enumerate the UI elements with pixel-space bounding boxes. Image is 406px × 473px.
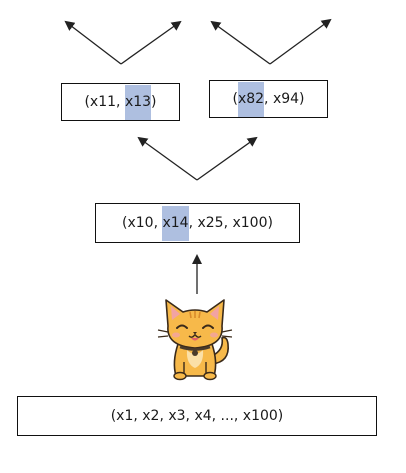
cat-mascot-icon (157, 299, 233, 381)
arrow-icon (210, 18, 332, 65)
right-leaf-text-before: ( (232, 90, 238, 107)
right-leaf-highlight: x82 (237, 81, 265, 117)
left-leaf-text-before: (x11, (84, 93, 125, 110)
left-leaf-text-after: ) (151, 93, 157, 110)
arrow-icon (137, 136, 258, 181)
root-text: (x1, x2, x3, x4, ..., x100) (110, 407, 284, 424)
mid-text-before: (x10, (122, 214, 163, 231)
mid-node: (x10, x14, x25, x100) (95, 203, 300, 243)
left-leaf-highlight: x13 (124, 84, 152, 120)
right-leaf-node: (x82, x94) (209, 80, 328, 118)
right-leaf-text-after: , x94) (264, 90, 305, 107)
mid-text-after: , x25, x100) (188, 214, 273, 231)
root-node: (x1, x2, x3, x4, ..., x100) (17, 396, 377, 436)
left-leaf-node: (x11, x13) (61, 83, 180, 121)
arrow-icon (64, 20, 182, 65)
mid-highlight: x14 (162, 205, 189, 241)
